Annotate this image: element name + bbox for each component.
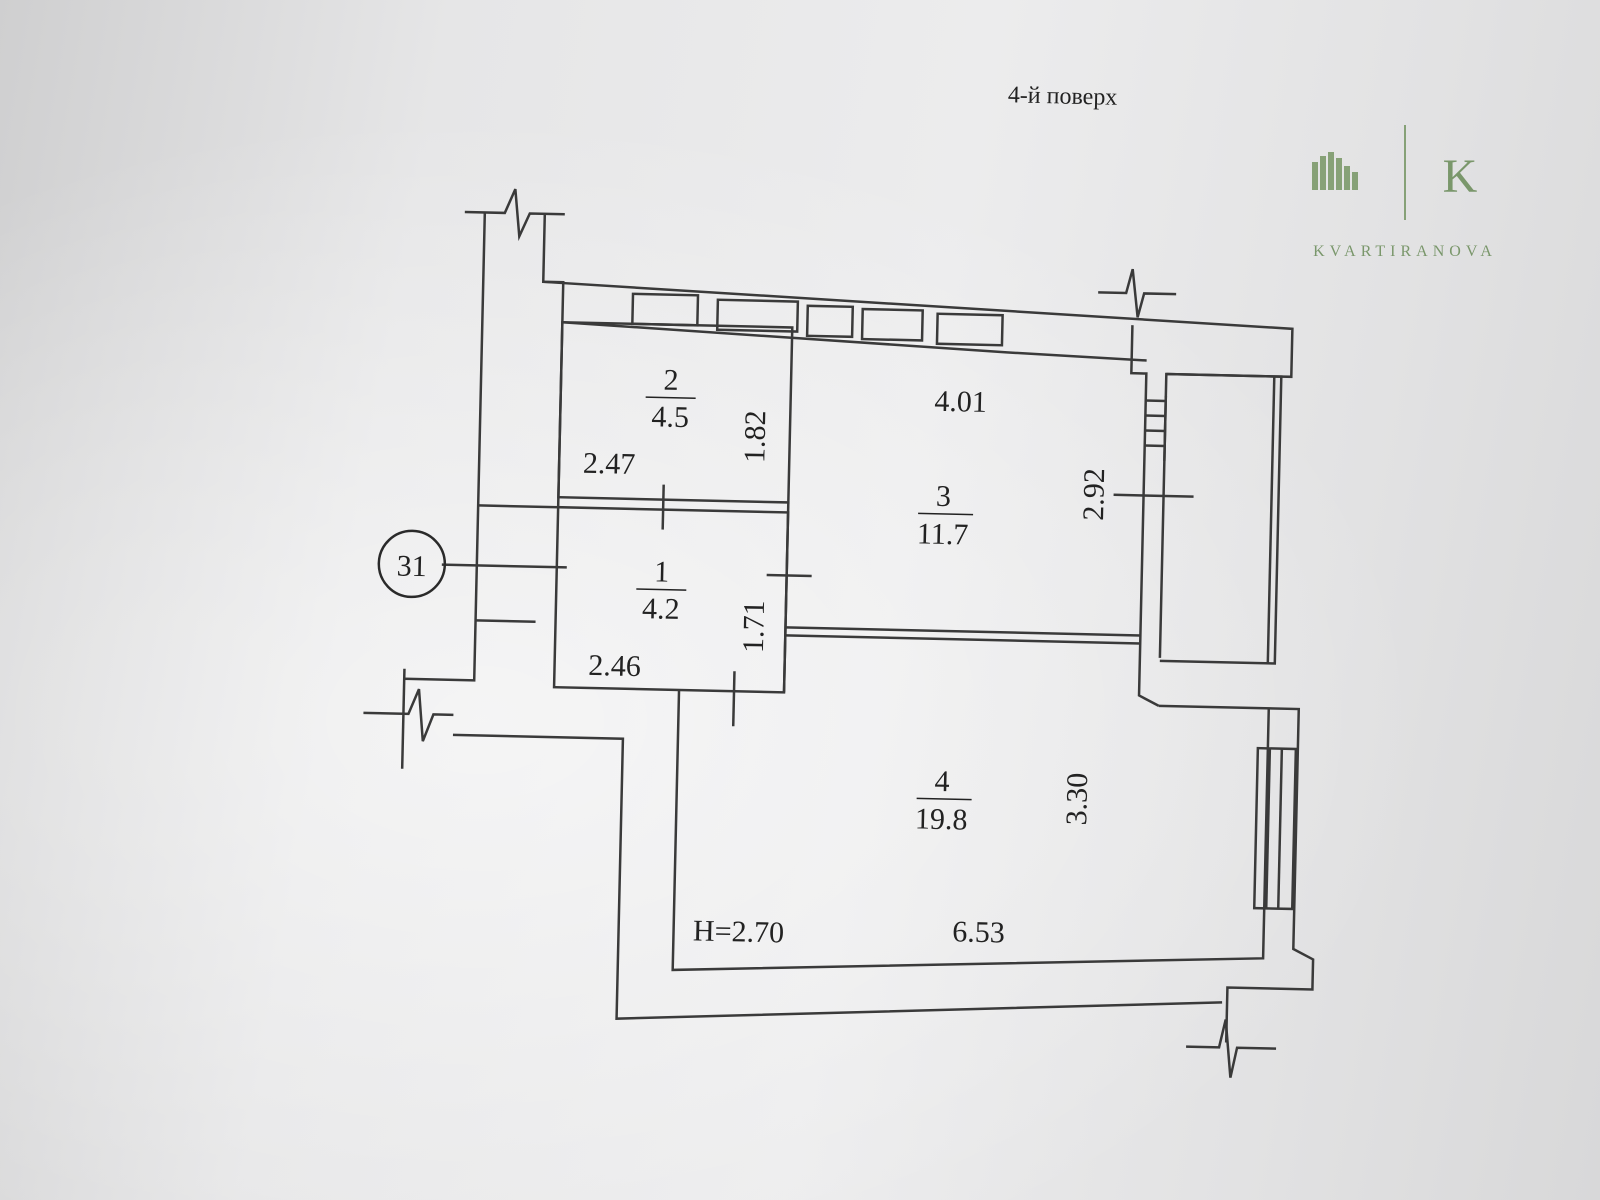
room-4-depth: 3.30 — [1060, 772, 1094, 825]
break-mark-bottom — [1186, 1019, 1277, 1078]
partition-1-3 — [782, 502, 790, 693]
door-tick-4 — [731, 671, 736, 727]
room-3-fraction-bar — [918, 512, 974, 516]
room-1-fraction-bar — [636, 588, 687, 591]
dimension-tick-292 — [1113, 493, 1194, 498]
room-1-area: 4.2 — [642, 592, 680, 626]
plan-drawing: 4-й поверх — [363, 82, 1315, 1078]
window-5 — [935, 312, 1004, 347]
room-2-fraction-bar — [645, 396, 696, 400]
wall-joint — [475, 619, 536, 623]
room-4-outline — [671, 689, 1271, 972]
room-4-fraction-bar — [916, 797, 972, 801]
room-3-width: 4.01 — [934, 385, 987, 419]
break-mark-top — [464, 188, 565, 242]
entrance-tick — [441, 563, 567, 569]
logo-brand-name: KVARTIRANOVA — [1313, 243, 1497, 260]
column-right — [1130, 325, 1160, 707]
loggia-door — [1163, 395, 1168, 461]
room-4-area: 19.8 — [915, 802, 968, 836]
room-1-id: 1 — [654, 555, 670, 588]
door-tick-3 — [766, 573, 812, 578]
partition-3-4 — [785, 626, 1141, 637]
partition-3-4-inner — [785, 634, 1141, 645]
room-2-width: 2.47 — [583, 447, 636, 481]
room-3-id: 3 — [936, 480, 952, 513]
window-4 — [860, 307, 924, 342]
room-4-width: 6.53 — [952, 915, 1005, 949]
window-2 — [715, 298, 800, 333]
break-mark-right-top — [1098, 268, 1177, 318]
room-2-depth: 1.82 — [738, 410, 772, 463]
floor-title: 4-й поверх — [1008, 82, 1118, 110]
break-mark-left — [363, 688, 454, 742]
facade-wall-inner — [562, 321, 1147, 362]
apartment-number-circle — [377, 529, 447, 599]
facade-wall-top — [543, 280, 1294, 658]
loggia-outline — [1159, 372, 1283, 665]
loggia-rail — [1266, 376, 1276, 664]
room-2-outline — [557, 320, 794, 504]
room-2-id: 2 — [663, 364, 679, 397]
window-1 — [631, 292, 700, 327]
window-3 — [805, 304, 855, 339]
door-tick-2 — [661, 484, 665, 530]
window-6-frame-b — [1276, 748, 1284, 909]
ceiling-height: H=2.70 — [693, 914, 785, 949]
corridor-wall — [452, 733, 1223, 1020]
logo-letter: K — [1443, 150, 1478, 203]
outer-wall-left-inner — [478, 213, 565, 509]
room-2-area: 4.5 — [651, 400, 689, 434]
window-6-frame-a — [1264, 748, 1272, 909]
room-4-id: 4 — [934, 765, 950, 798]
building-icon — [1312, 152, 1358, 190]
room-3-depth: 2.92 — [1077, 468, 1111, 521]
window-6 — [1252, 746, 1298, 911]
outer-wall-right — [1158, 704, 1315, 1043]
break-line-left — [400, 668, 406, 769]
room-3-area: 11.7 — [917, 517, 969, 551]
outer-wall-left — [404, 212, 487, 682]
room-1-depth: 1.71 — [737, 600, 771, 653]
room-1-width: 2.46 — [588, 649, 641, 683]
brand-logo: K KVARTIRANOVA — [1312, 125, 1497, 260]
apartment-number: 31 — [396, 550, 427, 584]
